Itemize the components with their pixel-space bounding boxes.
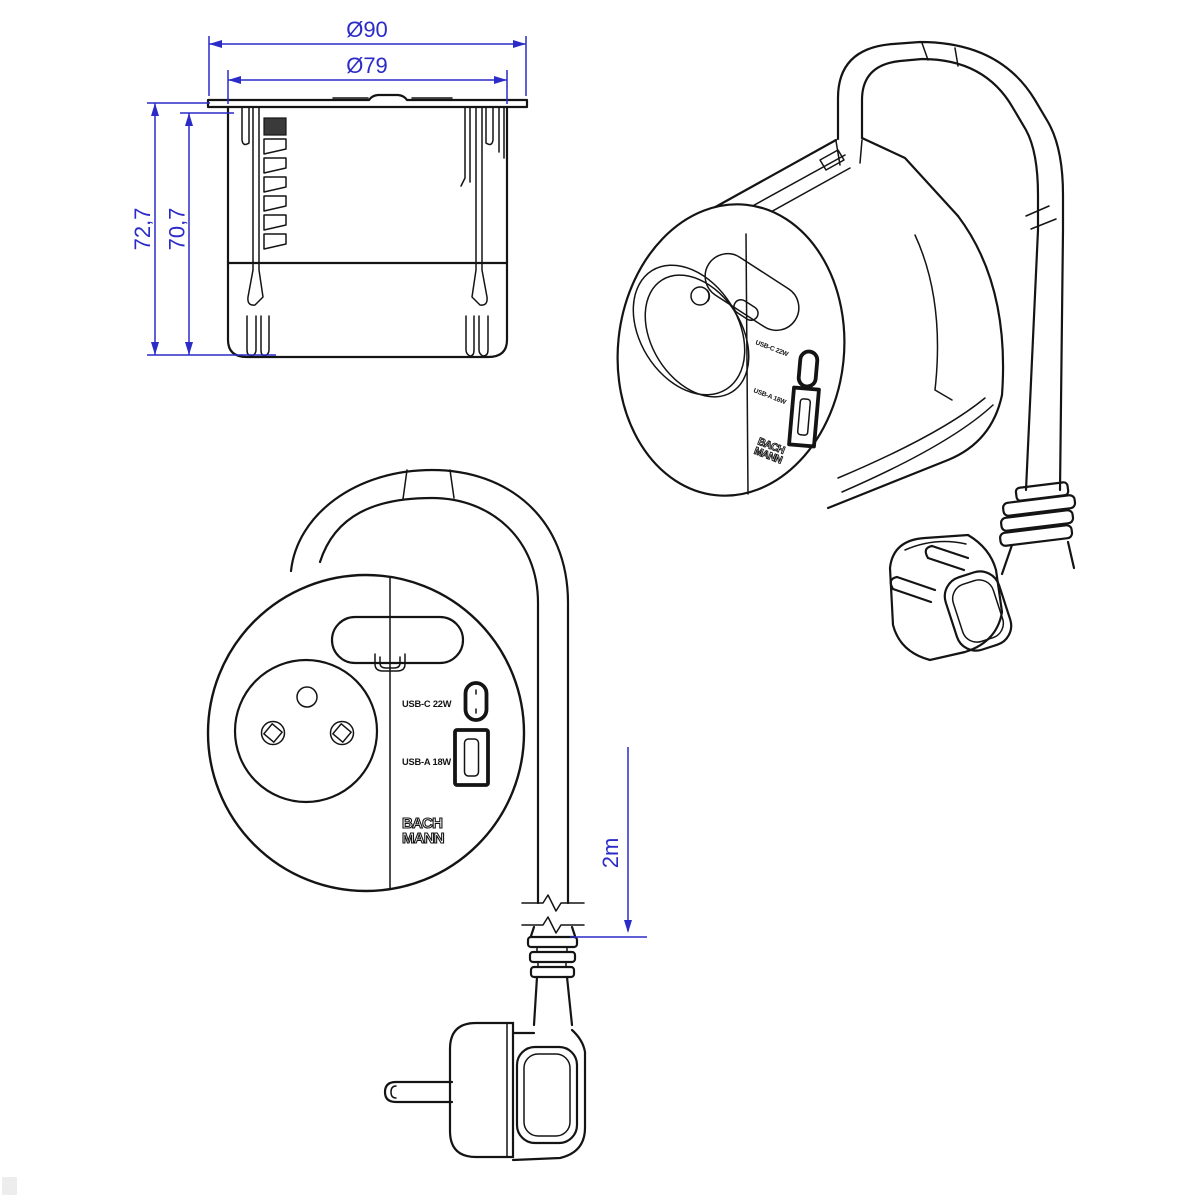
isometric-view: USB-C 22W USB-A 18W BACH MANN [616,40,1077,662]
dimension-cable-length: 2m [570,747,647,938]
usb-a-port [453,728,490,787]
mounting-flange [206,93,529,109]
power-plug-iso [888,481,1077,662]
brand-logo: BACH MANN [401,814,445,847]
plug-pin [383,1080,454,1104]
strain-relief-front [526,935,579,1027]
inner-diameter-label: Ø79 [346,53,388,78]
spring-clip-right [460,106,505,357]
cable-break-upper [521,894,585,912]
strain-relief-iso [999,481,1077,576]
dimension-outer-diameter: Ø90 [208,17,527,96]
socket-hole-left [260,720,286,746]
retaining-teeth [263,117,287,250]
dimension-inner-diameter: Ø79 [227,53,508,104]
housing-body [226,105,509,359]
plug-grip-iso [943,570,1013,652]
power-socket [233,658,379,804]
body-height-label: 70,7 [165,208,190,251]
socket-face-front: USB-C 22W USB-A 18W BACH MANN [206,573,526,893]
front-view: USB-C 22W USB-A 18W BACH MANN [206,468,647,1162]
socket-face-iso: USB-C 22W USB-A 18W BACH MANN [616,203,846,497]
latch-iso [733,298,759,322]
power-plug-front [383,935,587,1162]
usb-c-port [463,681,489,722]
section-view: Ø90 Ø79 72,7 70,7 [130,17,529,359]
brand-line2: MANN [402,830,444,847]
total-height-label: 72,7 [130,208,155,251]
plug-body-front [383,1021,587,1162]
dimension-body-height: 70,7 [165,112,234,355]
brand-line1: BACH [402,815,442,832]
power-cable-iso [836,40,1065,492]
watermark [2,1177,17,1195]
lift-handle-recess-iso [704,252,800,332]
earth-pin [296,686,318,708]
lift-handle-recess [330,615,465,672]
spring-clip-left [241,106,270,357]
socket-hole-right [329,720,355,746]
usb-a-port-iso [787,385,821,449]
outer-diameter-label: Ø90 [346,17,388,42]
usb-c-label: USB-C 22W [402,699,452,709]
usb-c-port-iso [796,349,820,389]
usb-a-label: USB-A 18W [402,757,451,767]
dimension-total-height: 72,7 [130,102,276,356]
cable-length-label: 2m [598,838,623,869]
plug-pins-iso [889,544,970,604]
power-cable-front [289,468,585,938]
cable-break-lower [521,916,585,934]
